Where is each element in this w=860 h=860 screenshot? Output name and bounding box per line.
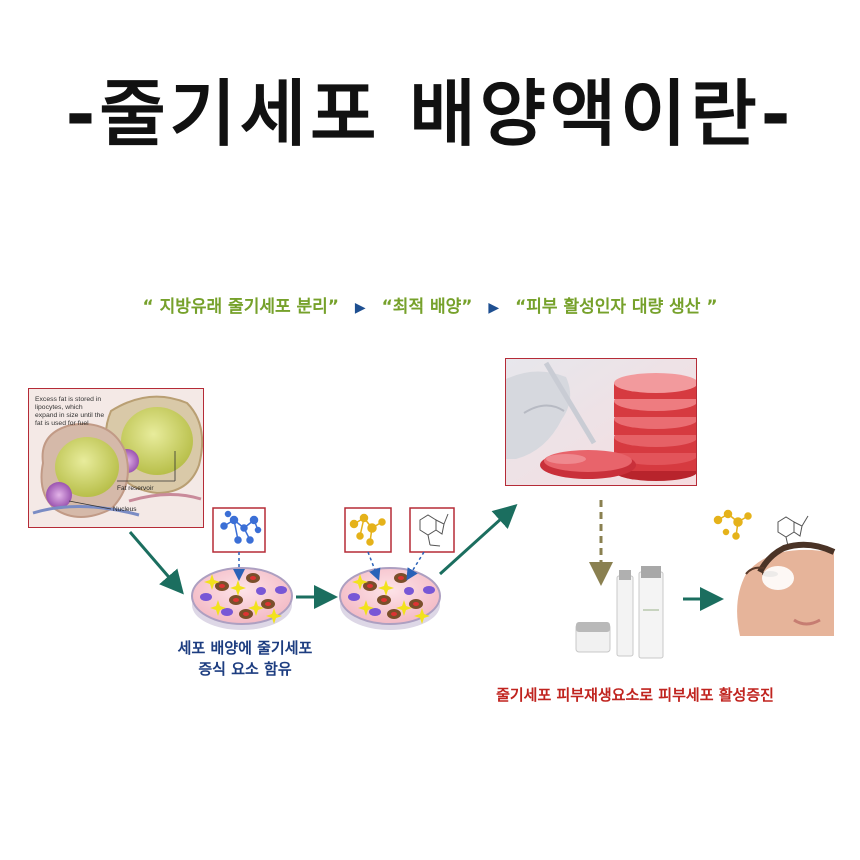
culture-caption: 세포 배양에 줄기세포 증식 요소 함유	[130, 638, 360, 680]
page-title: -줄기세포 배양액이란-	[65, 72, 795, 156]
molecule-structure-face	[777, 515, 809, 547]
process-summary: “ 지방유래 줄기세포 분리” ▶ “최적 배양” ▶ “피부 활성인자 대량 …	[0, 292, 860, 317]
process-step-culture: “최적 배양”	[381, 297, 473, 317]
nucleus-label: Nucleus	[113, 506, 137, 513]
fat-cell-illustration: Excess fat is stored in lipocytes, which…	[28, 388, 204, 528]
culture-caption-line2: 증식 요소 함유	[198, 660, 292, 678]
molecule-box-structure	[409, 507, 455, 553]
process-step-isolation: “ 지방유래 줄기세포 분리”	[142, 297, 339, 317]
arrow-fatcell-to-dish	[128, 531, 184, 595]
face-illustration	[731, 541, 836, 636]
molecule-box-blue	[212, 507, 266, 553]
culture-caption-line1: 세포 배양에 줄기세포	[177, 639, 313, 657]
process-arrow-icon: ▶	[488, 300, 500, 316]
process-step-production: “피부 활성인자 대량 생산 ”	[515, 297, 718, 317]
lab-culture-photo	[505, 358, 697, 486]
fat-reservoir-label: Fat reservoir	[117, 485, 154, 492]
molecule-yellow-face	[713, 509, 752, 540]
fat-cell-note: Excess fat is stored in lipocytes, which…	[35, 396, 105, 427]
petri-dish-1	[191, 567, 293, 630]
lab-photo-drawing	[506, 359, 696, 485]
molecule-box-yellow	[344, 507, 392, 553]
result-caption: 줄기세포 피부재생요소로 피부세포 활성증진	[496, 686, 774, 704]
process-arrow-icon: ▶	[354, 300, 366, 316]
cosmetic-products	[575, 566, 664, 659]
arrow-dish-to-lab	[438, 503, 518, 576]
fat-cell-drawing	[29, 389, 203, 527]
petri-dish-2	[339, 567, 441, 630]
